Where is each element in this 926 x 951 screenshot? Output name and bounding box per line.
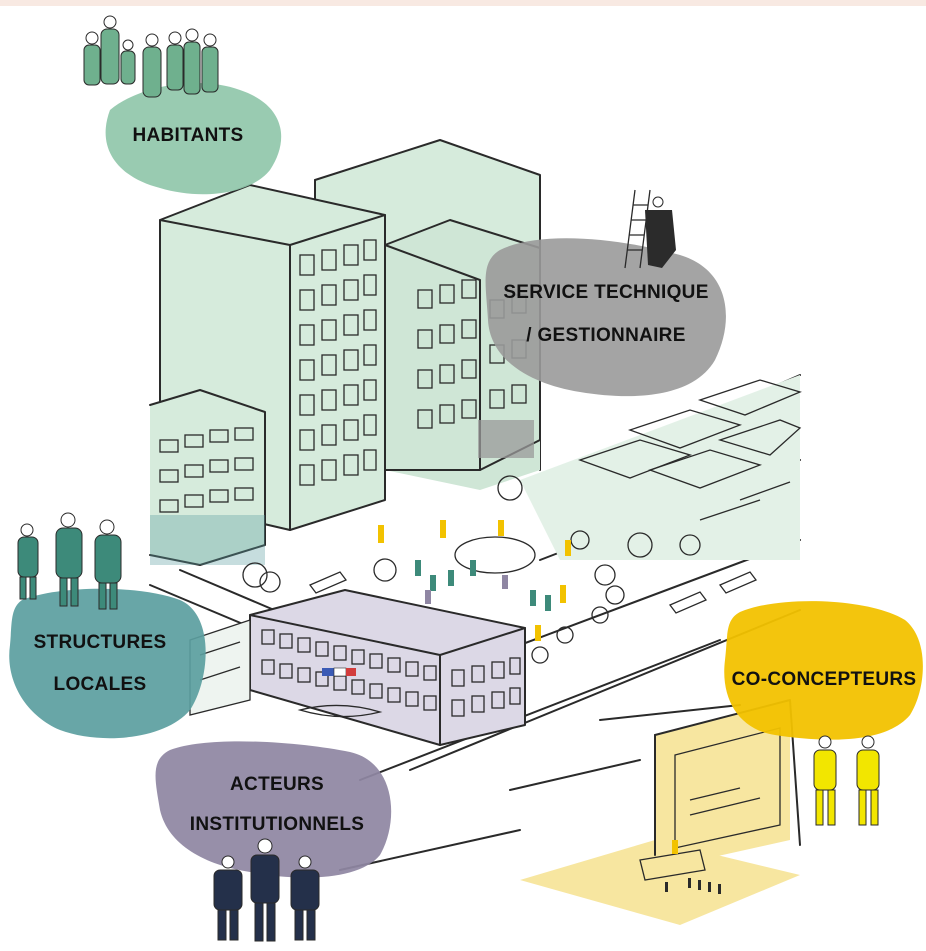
label-co-concepteurs: CO-CONCEPTEURS — [732, 669, 917, 690]
label-structures-line2: LOCALES — [54, 674, 147, 695]
label-acteurs-line2: INSTITUTIONNELS — [190, 814, 364, 835]
label-structures-line1: STRUCTURES — [34, 632, 167, 653]
technician-on-ladder — [624, 189, 676, 269]
label-acteurs-line1: ACTEURS — [230, 774, 324, 795]
label-service-line2: / GESTIONNAIRE — [526, 325, 685, 346]
co-designer-figures — [813, 735, 880, 826]
central-plaza — [242, 475, 758, 664]
town-hall — [249, 589, 526, 746]
institutional-figures — [213, 838, 320, 942]
co-design-studio — [520, 699, 801, 925]
top-band — [0, 0, 926, 6]
habitants-figures — [83, 15, 219, 98]
low-buildings-right — [520, 375, 802, 560]
service-technique-blob — [485, 238, 726, 397]
acteurs-institutionnels-blob — [155, 741, 392, 878]
structures-locales-blob — [9, 588, 206, 739]
structures-figures — [17, 512, 122, 610]
tall-buildings — [149, 139, 541, 566]
co-concepteurs-blob — [724, 601, 923, 740]
label-habitants: HABITANTS — [132, 125, 243, 146]
habitants-blob — [105, 82, 282, 195]
label-service-line1: SERVICE TECHNIQUE — [503, 282, 708, 303]
